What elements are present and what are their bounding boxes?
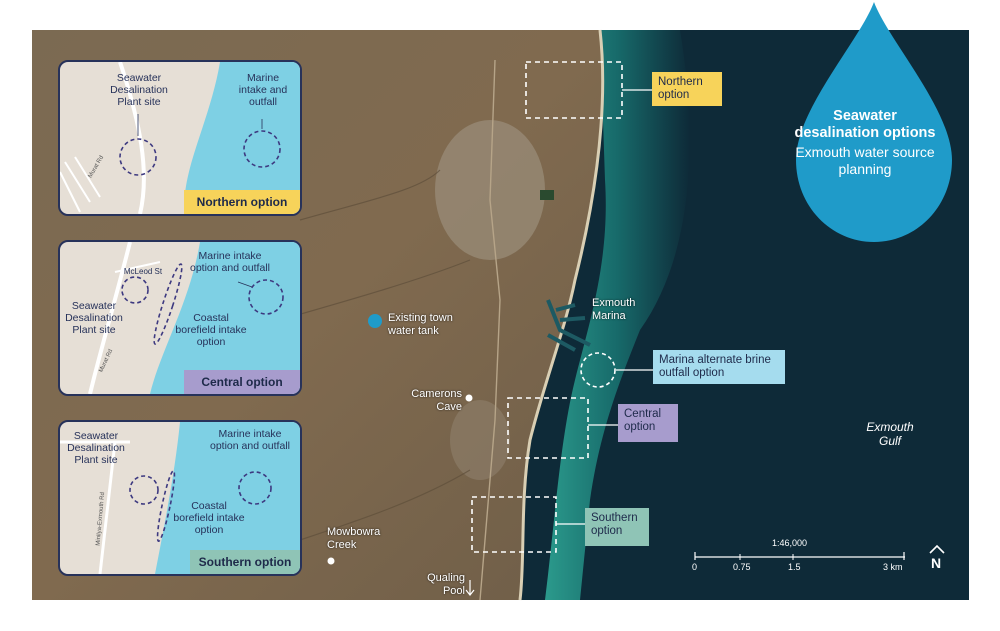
marina-channels — [546, 299, 591, 352]
camerons-cave-label: Camerons Cave — [411, 388, 462, 413]
central-option-tag[interactable]: Central option — [618, 404, 678, 442]
central-marine-label: Marine intake option and outfall — [190, 250, 270, 274]
scale-tick-0: 0 — [692, 562, 698, 572]
marina-alternate-tag[interactable]: Marina alternate brine outfall option — [653, 350, 785, 384]
plant-site-circle — [121, 276, 149, 304]
northern-plant-label: Seawater Desalination Plant site — [110, 72, 168, 108]
southern-inset-map — [60, 422, 300, 574]
borefield-ellipse — [153, 263, 183, 345]
main-road — [479, 59, 501, 601]
marina-alternate-area — [580, 352, 616, 388]
central-street-label: McLeod St — [123, 267, 163, 276]
exmouth-marina-label: Exmouth Marina — [592, 297, 636, 322]
central-option-area — [507, 397, 589, 459]
marine-intake-circle — [243, 130, 281, 168]
southern-borefield-label: Coastal borefield intake option — [173, 500, 245, 536]
qualing-pool-label: Qualing Pool — [427, 572, 465, 597]
southern-inset: Seawater Desalination Plant site Marine … — [58, 420, 302, 576]
southern-option-tag[interactable]: Southern option — [585, 508, 649, 546]
map-title: Seawater desalination options Exmouth wa… — [790, 108, 940, 178]
northern-inset-map — [60, 62, 300, 214]
northern-option-tag[interactable]: Northern option — [652, 72, 722, 106]
central-borefield-label: Coastal borefield intake option — [175, 312, 247, 348]
water-drop-icon — [796, 2, 952, 242]
marine-intake-circle — [238, 471, 272, 505]
beach — [518, 29, 605, 601]
mowbowra-creek-marker — [327, 557, 335, 565]
scale-tick-3: 3 km — [883, 562, 903, 572]
camerons-cave-marker — [465, 394, 473, 402]
north-arrow-icon — [929, 544, 945, 554]
exmouth-gulf-label: Exmouth Gulf — [866, 420, 914, 448]
existing-tank-marker — [368, 314, 382, 328]
marine-intake-circle — [248, 279, 284, 315]
southern-plant-label: Seawater Desalination Plant site — [67, 430, 125, 466]
existing-tank-label: Existing town water tank — [388, 312, 453, 337]
northern-marine-label: Marine intake and outfall — [238, 72, 288, 108]
scale-tick-1: 0.75 — [733, 562, 751, 572]
central-inset-map — [88, 242, 300, 394]
mowbowra-creek-label: Mowbowra Creek — [327, 526, 381, 551]
north-label: N — [931, 555, 942, 571]
title-sub: Exmouth water source planning — [795, 144, 935, 177]
central-plant-label: Seawater Desalination Plant site — [65, 300, 123, 336]
plant-site-circle — [129, 475, 159, 505]
northern-badge: Northern option — [184, 190, 300, 214]
plant-site-circle — [119, 138, 157, 176]
northern-option-area — [525, 61, 623, 119]
southern-marine-label: Marine intake option and outfall — [210, 428, 290, 452]
northern-inset: Seawater Desalination Plant site Marine … — [58, 60, 302, 216]
title-main: Seawater desalination options — [794, 108, 936, 141]
scale-tick-2: 1.5 — [788, 562, 801, 572]
central-badge: Central option — [184, 370, 300, 394]
scale-ratio: 1:46,000 — [772, 538, 808, 548]
southern-badge: Southern option — [190, 550, 300, 574]
central-inset: McLeod St Seawater Desalination Plant si… — [58, 240, 302, 396]
scale-bar: 1:46,000 0 0.75 1.5 3 km — [690, 536, 910, 576]
